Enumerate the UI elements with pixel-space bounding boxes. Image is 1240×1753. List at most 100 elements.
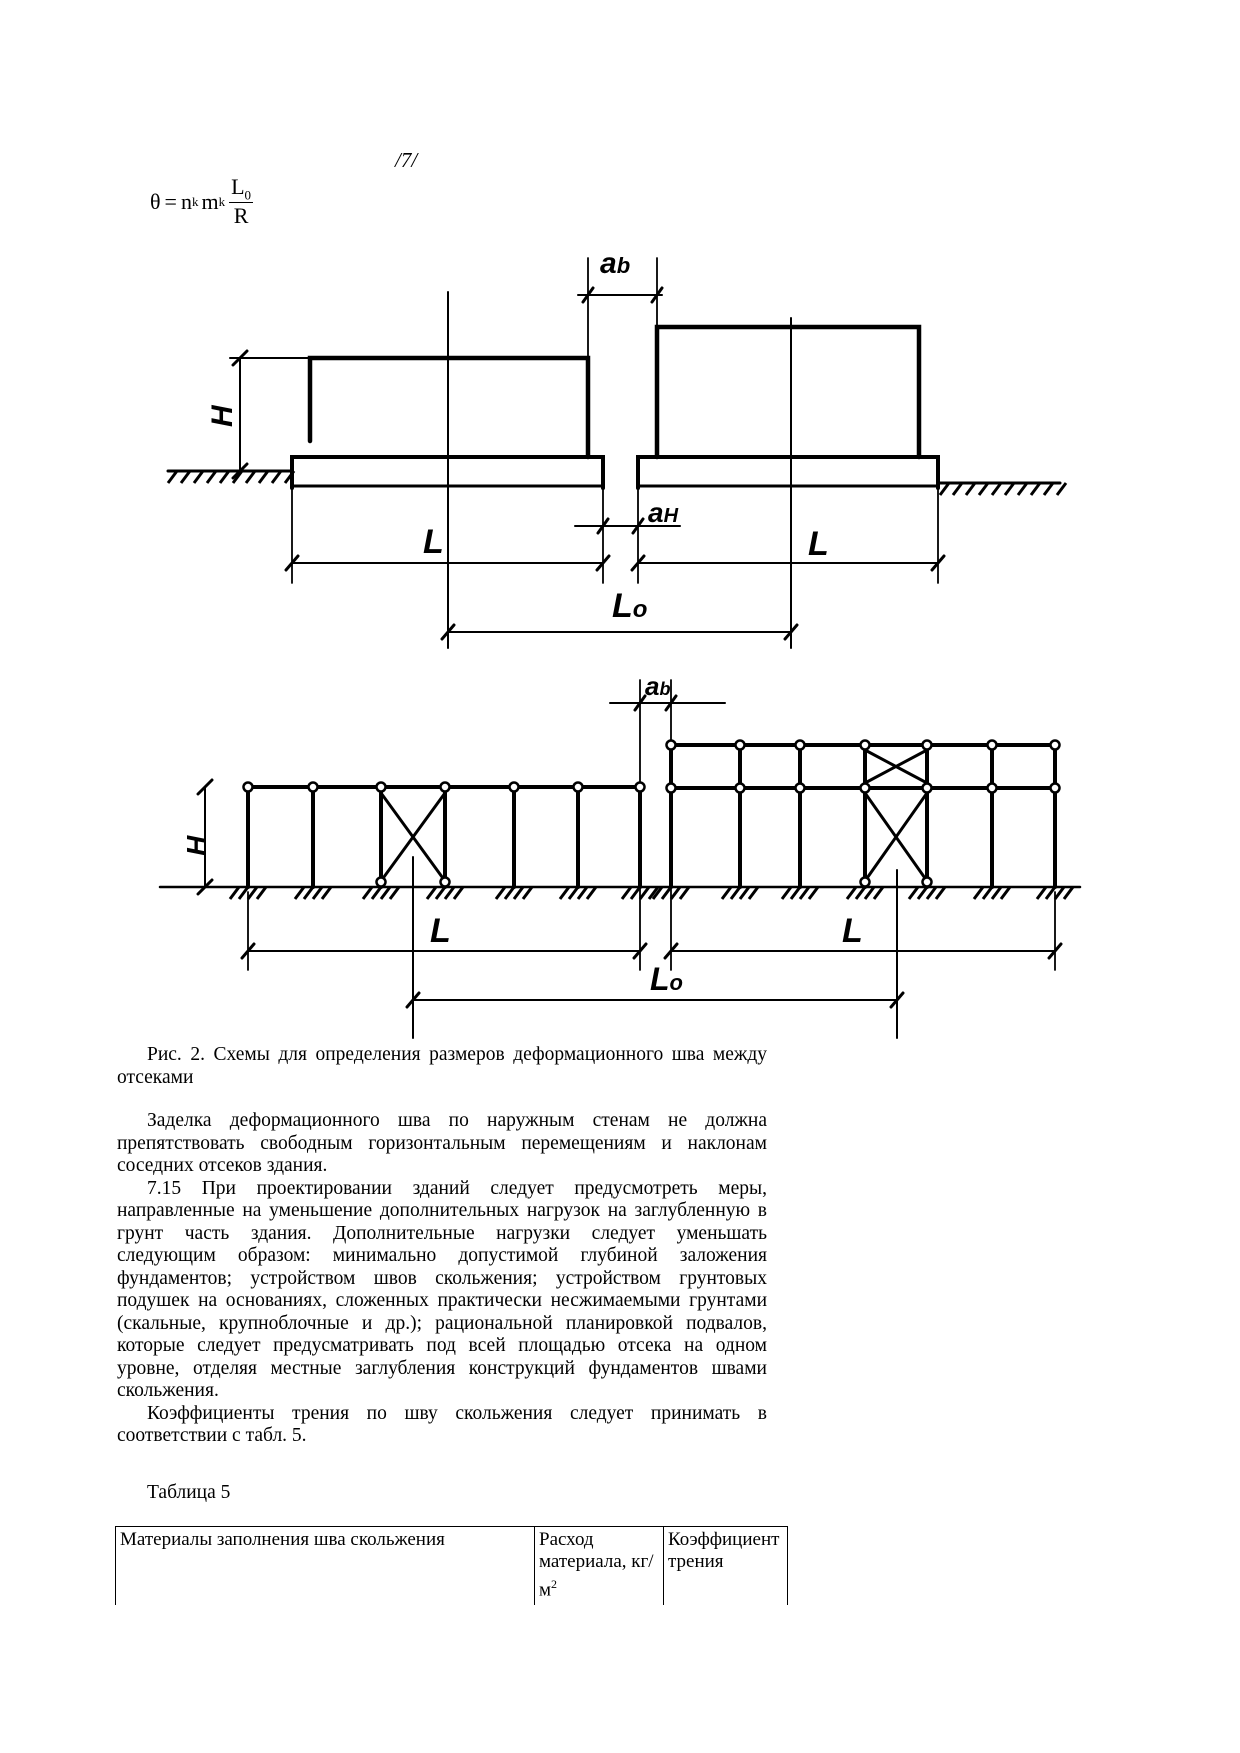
frame-joint — [572, 781, 584, 793]
ground-hatch — [798, 886, 811, 900]
ground-hatch — [629, 886, 642, 900]
formula-numerator-sub: 0 — [244, 187, 252, 203]
table-header-materials: Материалы заполнения шва скольжения — [115, 1526, 535, 1606]
ground-hatch — [1053, 886, 1066, 900]
ground-hatch — [863, 886, 876, 900]
frame-joint — [307, 781, 319, 793]
ground-hatch — [576, 886, 589, 900]
formula-m: m — [201, 188, 219, 214]
frame-joint — [734, 782, 746, 794]
ground-hatch — [205, 470, 218, 484]
frame-joint — [734, 739, 746, 751]
frame-joint — [439, 876, 451, 888]
ground-hatch — [512, 886, 525, 900]
ground-hatch — [192, 470, 205, 484]
bottom-label-ab: ab — [645, 671, 670, 701]
ground-hatch — [443, 886, 456, 900]
ground-hatch — [720, 886, 733, 900]
ground-hatch — [951, 482, 964, 496]
paragraph: Заделка деформационного шва по наружным … — [117, 1110, 767, 1176]
ground-hatch — [638, 886, 651, 900]
ground-hatch — [780, 886, 793, 900]
ground-hatch — [1035, 886, 1048, 900]
ground-hatch — [388, 886, 401, 900]
ground-hatch — [669, 886, 682, 900]
ground-hatch — [244, 470, 257, 484]
bottom-right-columns — [669, 743, 1057, 889]
top-label-ab: ab — [600, 247, 630, 280]
ground-hatch — [293, 886, 306, 900]
ground-hatch — [494, 886, 507, 900]
ground-hatch — [302, 886, 315, 900]
bottom-label-L-left: L — [430, 912, 451, 950]
formula-equals: = — [164, 188, 177, 214]
frame-joint — [665, 739, 677, 751]
top-right-building — [654, 324, 922, 460]
ground-hatch — [237, 886, 250, 900]
ground-hatch — [379, 886, 392, 900]
ground-hatch — [1042, 482, 1055, 496]
frame-joint — [794, 782, 806, 794]
ground-hatch — [747, 886, 760, 900]
top-label-L0: Lo — [612, 587, 647, 625]
ground-hatch — [228, 886, 241, 900]
top-right-foundation — [636, 455, 940, 490]
frame-joint — [1049, 782, 1061, 794]
ground-hatch — [361, 886, 374, 900]
formula-m-sub: k — [218, 193, 226, 209]
frame-joint — [439, 781, 451, 793]
ground-hatch — [620, 886, 633, 900]
expansion-joint-diagram: ab H aH L L Lo ab H L L Lo — [158, 247, 1082, 1039]
ground-hatch — [916, 886, 929, 900]
bottom-label-L-right: L — [842, 912, 863, 950]
frame-joint — [375, 876, 387, 888]
bottom-left-bracing — [379, 791, 447, 883]
ground-hatch — [999, 886, 1012, 900]
ground-hatch — [854, 886, 867, 900]
ground-hatch — [1044, 886, 1057, 900]
frame-joint — [859, 739, 871, 751]
frame-joint — [921, 739, 933, 751]
frame-joint — [634, 781, 646, 793]
table-5: Материалы заполнения шва скольжения Расх… — [115, 1526, 788, 1606]
frame-joint — [508, 781, 520, 793]
top-label-L-left: L — [423, 523, 444, 561]
ground-hatch — [907, 886, 920, 900]
bottom-label-H: H — [181, 835, 212, 856]
ground-hatch — [651, 886, 664, 900]
ground-hatch — [503, 886, 516, 900]
ground-hatch — [678, 886, 691, 900]
ground-hatch — [218, 470, 231, 484]
formula-numerator-base: L — [231, 174, 245, 199]
table-header-consumption: Расход материала, кг/м2 — [534, 1526, 664, 1606]
frame-joint — [986, 739, 998, 751]
ground-hatch — [1003, 482, 1016, 496]
ground-hatch — [990, 482, 1003, 496]
reference-number: /7/ — [395, 148, 418, 172]
ground-hatch — [231, 470, 244, 484]
ground-hatch — [434, 886, 447, 900]
ground-hatch — [246, 886, 259, 900]
ground-hatch — [521, 886, 534, 900]
table-header-friction: Коэффициент трения — [663, 1526, 788, 1606]
ground-hatch — [283, 470, 296, 484]
frame-joint — [1049, 739, 1061, 751]
ground-hatch — [166, 470, 179, 484]
table-header-consumption-sup: 2 — [551, 1577, 558, 1591]
ground-hatch — [972, 886, 985, 900]
ground-hatch — [567, 886, 580, 900]
formula-denominator: R — [233, 203, 249, 229]
formula-fraction: L0 R — [229, 174, 254, 229]
paragraph: Коэффициенты трения по шву скольжения сл… — [117, 1402, 767, 1447]
ground-hatch — [320, 886, 333, 900]
ground-hatch — [738, 886, 751, 900]
frame-joint — [794, 739, 806, 751]
frame-joint — [665, 782, 677, 794]
table-header-row: Материалы заполнения шва скольжения Расх… — [115, 1526, 788, 1606]
ground-hatch — [257, 470, 270, 484]
ground-hatch — [789, 886, 802, 900]
ground-hatch — [585, 886, 598, 900]
top-label-H: H — [206, 404, 239, 427]
ground-hatch — [1029, 482, 1042, 496]
